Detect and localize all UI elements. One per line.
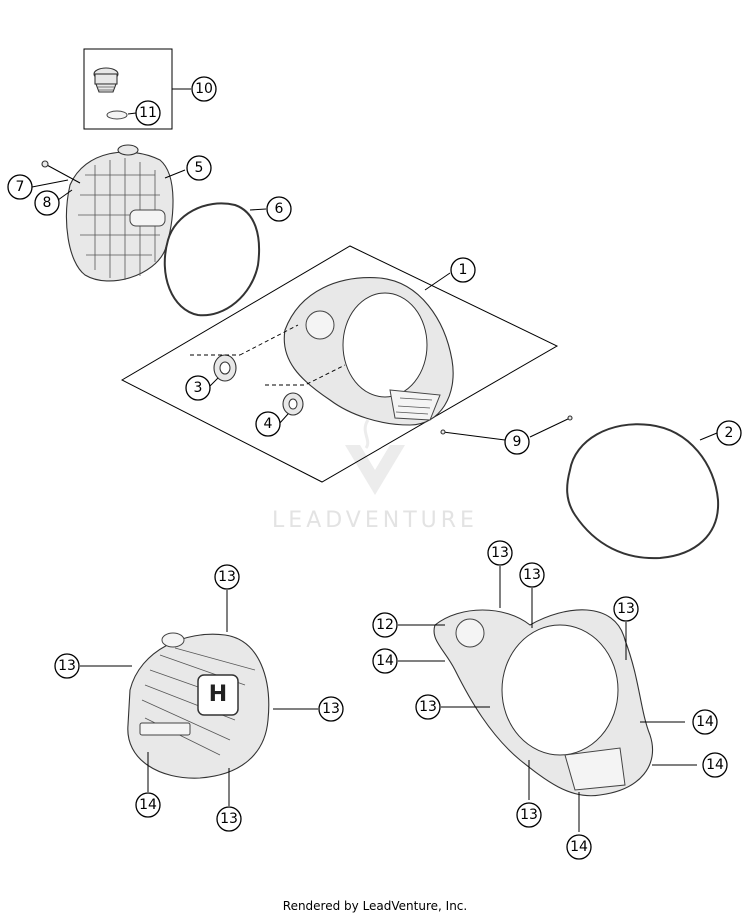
watermark-logo-icon bbox=[345, 445, 405, 495]
svg-text:12: 12 bbox=[376, 617, 394, 633]
bearing-4 bbox=[282, 392, 304, 416]
callout-7[interactable]: 7 bbox=[7, 174, 33, 200]
callout-10[interactable]: 10 bbox=[191, 76, 217, 102]
svg-text:13: 13 bbox=[58, 658, 76, 674]
svg-text:13: 13 bbox=[220, 811, 238, 827]
callout-4[interactable]: 4 bbox=[255, 411, 281, 437]
svg-text:4: 4 bbox=[264, 416, 273, 432]
watermark: LEADVENTURE bbox=[272, 419, 478, 533]
bearing-3 bbox=[213, 354, 237, 382]
svg-text:14: 14 bbox=[696, 714, 714, 730]
callout-13-d[interactable]: 13 bbox=[216, 806, 242, 832]
callout-13-i[interactable]: 13 bbox=[516, 802, 542, 828]
svg-text:13: 13 bbox=[617, 601, 635, 617]
gasket-2 bbox=[566, 423, 720, 560]
callout-13-b[interactable]: 13 bbox=[54, 653, 80, 679]
callout-14-b[interactable]: 14 bbox=[372, 648, 398, 674]
svg-text:13: 13 bbox=[520, 807, 538, 823]
svg-text:13: 13 bbox=[491, 545, 509, 561]
clutch-cover-outer bbox=[65, 144, 174, 282]
svg-text:2: 2 bbox=[725, 425, 734, 441]
svg-text:6: 6 bbox=[275, 201, 284, 217]
svg-text:13: 13 bbox=[322, 701, 340, 717]
callout-13-e[interactable]: 13 bbox=[487, 540, 513, 566]
svg-text:1: 1 bbox=[459, 262, 468, 278]
svg-text:10: 10 bbox=[195, 81, 213, 97]
outer-cover-assembled: H bbox=[127, 632, 270, 779]
callout-14-a[interactable]: 14 bbox=[135, 792, 161, 818]
callout-1[interactable]: 1 bbox=[450, 257, 476, 283]
callout-5[interactable]: 5 bbox=[186, 155, 212, 181]
callout-2[interactable]: 2 bbox=[716, 420, 742, 446]
callout-13-c[interactable]: 13 bbox=[318, 696, 344, 722]
kit-frame bbox=[120, 245, 559, 483]
gasket-6 bbox=[163, 202, 261, 317]
callout-13-g[interactable]: 13 bbox=[613, 596, 639, 622]
inner-cover-assembled bbox=[433, 609, 654, 797]
svg-text:14: 14 bbox=[139, 797, 157, 813]
footer-credit: Rendered by LeadVenture, Inc. bbox=[282, 899, 468, 913]
svg-text:14: 14 bbox=[376, 653, 394, 669]
o-ring bbox=[106, 110, 128, 120]
brand-logo-icon: H bbox=[209, 682, 227, 707]
callout-13-f[interactable]: 13 bbox=[519, 562, 545, 588]
callout-14-e[interactable]: 14 bbox=[566, 834, 592, 860]
callout-12[interactable]: 12 bbox=[372, 612, 398, 638]
svg-text:14: 14 bbox=[706, 757, 724, 773]
dowel-pin bbox=[442, 431, 506, 441]
svg-text:5: 5 bbox=[195, 160, 204, 176]
callout-3[interactable]: 3 bbox=[185, 375, 211, 401]
callout-6[interactable]: 6 bbox=[266, 196, 292, 222]
svg-text:8: 8 bbox=[43, 195, 52, 211]
svg-text:9: 9 bbox=[513, 434, 522, 450]
callout-14-d[interactable]: 14 bbox=[702, 752, 728, 778]
callout-13-a[interactable]: 13 bbox=[214, 564, 240, 590]
svg-text:14: 14 bbox=[570, 839, 588, 855]
filler-plug bbox=[93, 67, 119, 93]
callout-9[interactable]: 9 bbox=[504, 429, 530, 455]
svg-text:11: 11 bbox=[139, 105, 157, 121]
callout-14-c[interactable]: 14 bbox=[692, 709, 718, 735]
svg-text:13: 13 bbox=[218, 569, 236, 585]
watermark-text: LEADVENTURE bbox=[272, 508, 478, 533]
callout-11[interactable]: 11 bbox=[135, 100, 161, 126]
inner-cover bbox=[283, 277, 454, 426]
svg-text:3: 3 bbox=[194, 380, 203, 396]
svg-text:13: 13 bbox=[419, 699, 437, 715]
svg-text:13: 13 bbox=[523, 567, 541, 583]
callout-8[interactable]: 8 bbox=[34, 190, 60, 216]
callout-13-h[interactable]: 13 bbox=[415, 694, 441, 720]
svg-text:7: 7 bbox=[16, 179, 25, 195]
